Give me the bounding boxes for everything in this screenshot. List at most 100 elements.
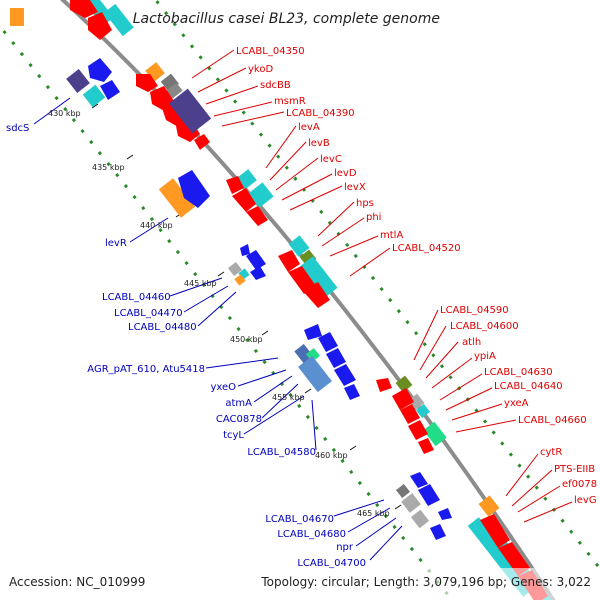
gene-feature-forward[interactable] bbox=[392, 388, 414, 410]
gene-label[interactable]: LCABL_04470 bbox=[114, 308, 183, 319]
gene-feature-forward[interactable] bbox=[176, 118, 200, 142]
gene-feature-purple[interactable] bbox=[66, 68, 90, 94]
gene-feature-rna[interactable] bbox=[104, 3, 134, 37]
gene-label[interactable]: LCABL_04580 bbox=[247, 447, 316, 458]
gene-feature-forward[interactable] bbox=[88, 12, 112, 40]
gene-label[interactable]: atmA bbox=[225, 398, 252, 409]
gene-label[interactable]: mtlA bbox=[380, 230, 403, 241]
gene-label[interactable]: levA bbox=[298, 122, 320, 133]
gene-feature-rna[interactable] bbox=[84, 0, 114, 27]
gene-label[interactable]: npr bbox=[336, 542, 354, 553]
gene-feature-forward[interactable] bbox=[400, 404, 420, 424]
gene-feature-grey[interactable] bbox=[395, 483, 411, 499]
gene-feature-reverse[interactable] bbox=[344, 384, 360, 400]
gene-feature-purple[interactable] bbox=[168, 88, 212, 134]
gene-label[interactable]: levD bbox=[334, 168, 357, 179]
gene-feature-orange[interactable] bbox=[158, 178, 196, 218]
gene-label[interactable]: LCABL_04460 bbox=[102, 292, 171, 303]
gene-label[interactable]: levC bbox=[320, 154, 342, 165]
gene-label[interactable]: msmR bbox=[274, 96, 306, 107]
gene-feature-grey[interactable] bbox=[410, 509, 430, 529]
gene-feature-reverse[interactable] bbox=[246, 250, 266, 270]
gene-feature-forward[interactable] bbox=[418, 438, 434, 454]
gene-label[interactable]: levG bbox=[574, 495, 597, 506]
gene-feature-grey[interactable] bbox=[166, 82, 183, 99]
gene-label[interactable]: LCABL_04660 bbox=[518, 415, 587, 426]
gene-label[interactable]: LCABL_04590 bbox=[440, 305, 509, 316]
gene-label[interactable]: hps bbox=[356, 198, 374, 209]
gene-feature-forward[interactable] bbox=[136, 74, 158, 92]
gene-feature-forward[interactable] bbox=[232, 188, 256, 212]
gene-label[interactable]: phi bbox=[366, 212, 381, 223]
gene-label[interactable]: LCABL_04520 bbox=[392, 243, 461, 254]
gene-feature-rna[interactable] bbox=[288, 235, 310, 257]
gene-label[interactable]: tcyL bbox=[223, 430, 244, 441]
gene-feature-green[interactable] bbox=[423, 421, 447, 447]
gene-feature-reverse[interactable] bbox=[88, 58, 112, 82]
gene-feature-forward[interactable] bbox=[376, 378, 392, 392]
gene-label[interactable]: LCABL_04680 bbox=[277, 529, 346, 540]
gene-label[interactable]: sdcBB bbox=[260, 80, 291, 91]
gene-feature-orange[interactable] bbox=[478, 495, 500, 517]
gene-feature-reverse[interactable] bbox=[334, 364, 356, 386]
orf-track-forward-outer bbox=[153, 0, 600, 572]
gene-label[interactable]: sdcS bbox=[6, 123, 29, 134]
gene-feature-reverse[interactable] bbox=[250, 266, 266, 280]
gene-label[interactable]: AGR_pAT_610, Atu5418 bbox=[87, 364, 205, 375]
gene-feature-forward[interactable] bbox=[302, 282, 330, 308]
gene-label[interactable]: levB bbox=[308, 138, 330, 149]
gene-feature-reverse[interactable] bbox=[418, 484, 440, 506]
gene-feature-reverse[interactable] bbox=[410, 472, 428, 488]
gene-label[interactable]: LCABL_04630 bbox=[484, 367, 553, 378]
gene-label[interactable]: yxeA bbox=[504, 398, 529, 409]
gene-label[interactable]: LCABL_04670 bbox=[265, 514, 334, 525]
gene-label[interactable]: atlh bbox=[462, 337, 481, 348]
gene-feature-forward[interactable] bbox=[278, 250, 300, 272]
gene-feature-rna[interactable] bbox=[237, 169, 257, 189]
gene-label[interactable]: levR bbox=[105, 238, 127, 249]
gene-label[interactable]: levX bbox=[344, 182, 366, 193]
gene-feature-grey[interactable] bbox=[401, 493, 421, 513]
gene-feature-forward[interactable] bbox=[408, 420, 428, 440]
gene-feature-reverse[interactable] bbox=[430, 524, 446, 540]
gene-feature-rna[interactable] bbox=[415, 403, 431, 419]
gene-label[interactable]: LCABL_04700 bbox=[297, 558, 366, 569]
gene-label[interactable]: LCABL_04480 bbox=[128, 322, 197, 333]
gene-feature-reverse[interactable] bbox=[304, 324, 322, 340]
gene-label[interactable]: LCABL_04390 bbox=[286, 108, 355, 119]
gene-feature-rna[interactable] bbox=[82, 84, 106, 108]
gene-feature-forward[interactable] bbox=[246, 206, 268, 226]
gene-feature-orange[interactable] bbox=[234, 274, 246, 286]
gene-feature-rna[interactable] bbox=[248, 182, 274, 208]
gene-feature-reverse[interactable] bbox=[100, 80, 120, 100]
gene-feature-forward[interactable] bbox=[70, 0, 98, 18]
gene-feature-forward[interactable] bbox=[194, 134, 210, 150]
gene-feature-rna[interactable] bbox=[292, 256, 338, 304]
gene-feature-forward[interactable] bbox=[226, 176, 244, 194]
gene-feature-reverse[interactable] bbox=[178, 170, 210, 208]
gene-label[interactable]: cytR bbox=[540, 447, 562, 458]
gene-feature-reverse[interactable] bbox=[318, 332, 338, 352]
callout-line bbox=[321, 217, 365, 247]
gene-label[interactable]: yxeO bbox=[210, 382, 236, 393]
gene-feature-reverse[interactable] bbox=[438, 508, 452, 520]
callout-line bbox=[419, 325, 447, 371]
gene-feature-forward[interactable] bbox=[498, 542, 530, 576]
gene-label[interactable]: ef0078 bbox=[562, 479, 597, 490]
gene-label[interactable]: LCABL_04640 bbox=[494, 381, 563, 392]
gene-feature-reverse[interactable] bbox=[326, 348, 346, 368]
gene-feature-reverse[interactable] bbox=[240, 244, 250, 256]
gene-label[interactable]: PTS-EIIB bbox=[554, 464, 595, 475]
tick-label: 445 kbp bbox=[184, 279, 217, 288]
gene-label[interactable]: LCABL_04600 bbox=[450, 321, 519, 332]
gene-feature-orange[interactable] bbox=[10, 8, 24, 26]
gene-feature-olive[interactable] bbox=[395, 375, 413, 393]
gene-label[interactable]: ykoD bbox=[248, 64, 273, 75]
tick-mark bbox=[91, 103, 99, 109]
gene-feature-forward[interactable] bbox=[480, 514, 510, 548]
gene-feature-grey[interactable] bbox=[227, 261, 243, 277]
gene-label[interactable]: CAC0878 bbox=[216, 414, 262, 425]
gene-label[interactable]: ypiA bbox=[474, 351, 496, 362]
gene-feature-rna[interactable] bbox=[298, 355, 332, 393]
gene-label[interactable]: LCABL_04350 bbox=[236, 46, 305, 57]
